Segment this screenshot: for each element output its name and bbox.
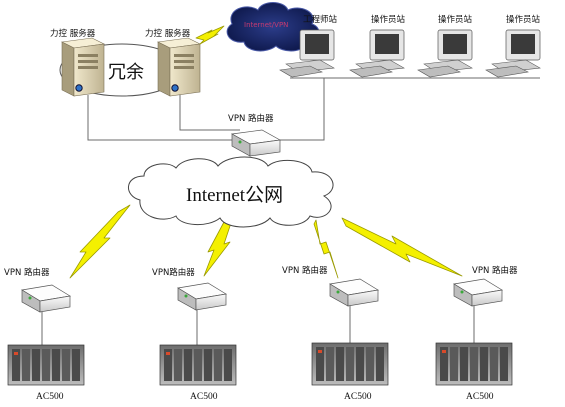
workstation-2-label: 操作员站 (371, 15, 406, 25)
site-4-plc-label: AC500 (466, 392, 494, 402)
plc-site-3 (311, 342, 389, 386)
site-2-plc-label: AC500 (190, 392, 218, 402)
internet-label: Internet公网 (186, 185, 284, 206)
workstation-3-label: 操作员站 (438, 15, 473, 25)
central-router (230, 129, 282, 157)
workstation-1-label: 工程师站 (303, 15, 338, 25)
link-workstation-bus (268, 78, 325, 141)
cloud-top-label: Internet/VPN (244, 21, 289, 29)
lightning-links (69, 25, 463, 279)
plc-site-1 (7, 344, 85, 386)
workstation-4-label: 操作员站 (506, 15, 541, 25)
server-right-label: 力控 服务器 (145, 29, 191, 39)
site-3-router-label: VPN 路由器 (282, 266, 328, 276)
workstation-2 (349, 29, 405, 78)
server-left-label: 力控 服务器 (50, 29, 96, 39)
server-right (156, 37, 202, 97)
workstation-1 (279, 29, 335, 78)
site-4-router-label: VPN 路由器 (472, 266, 518, 276)
lightning-top (195, 25, 225, 45)
plc-racks (7, 342, 513, 386)
router-site-2 (177, 282, 227, 311)
lightning-4 (341, 217, 463, 277)
server-left (60, 37, 106, 97)
router-site-4 (453, 278, 503, 307)
link-right-server-router (179, 95, 240, 131)
plc-site-2 (159, 344, 237, 386)
plc-site-4 (435, 342, 513, 386)
lightning-2 (203, 219, 233, 277)
redundancy-label: 冗余 (108, 62, 144, 82)
network-globe-icon (75, 84, 83, 92)
central-router-label: VPN 路由器 (228, 114, 274, 124)
network-globe-icon (171, 84, 179, 92)
site-1-router-label: VPN 路由器 (4, 268, 50, 278)
lightning-3 (313, 219, 339, 279)
workstation-4 (485, 29, 541, 78)
internet-cloud (128, 156, 334, 228)
site-1-plc-label: AC500 (36, 392, 64, 402)
remote-routers (21, 278, 503, 313)
lightning-1 (69, 204, 131, 279)
site-3-plc-label: AC500 (344, 392, 372, 402)
site-2-router-label: VPN路由器 (152, 268, 195, 278)
router-site-1 (21, 284, 71, 313)
router-site-3 (329, 278, 379, 307)
workstation-3 (417, 29, 473, 78)
workstations (279, 29, 541, 78)
